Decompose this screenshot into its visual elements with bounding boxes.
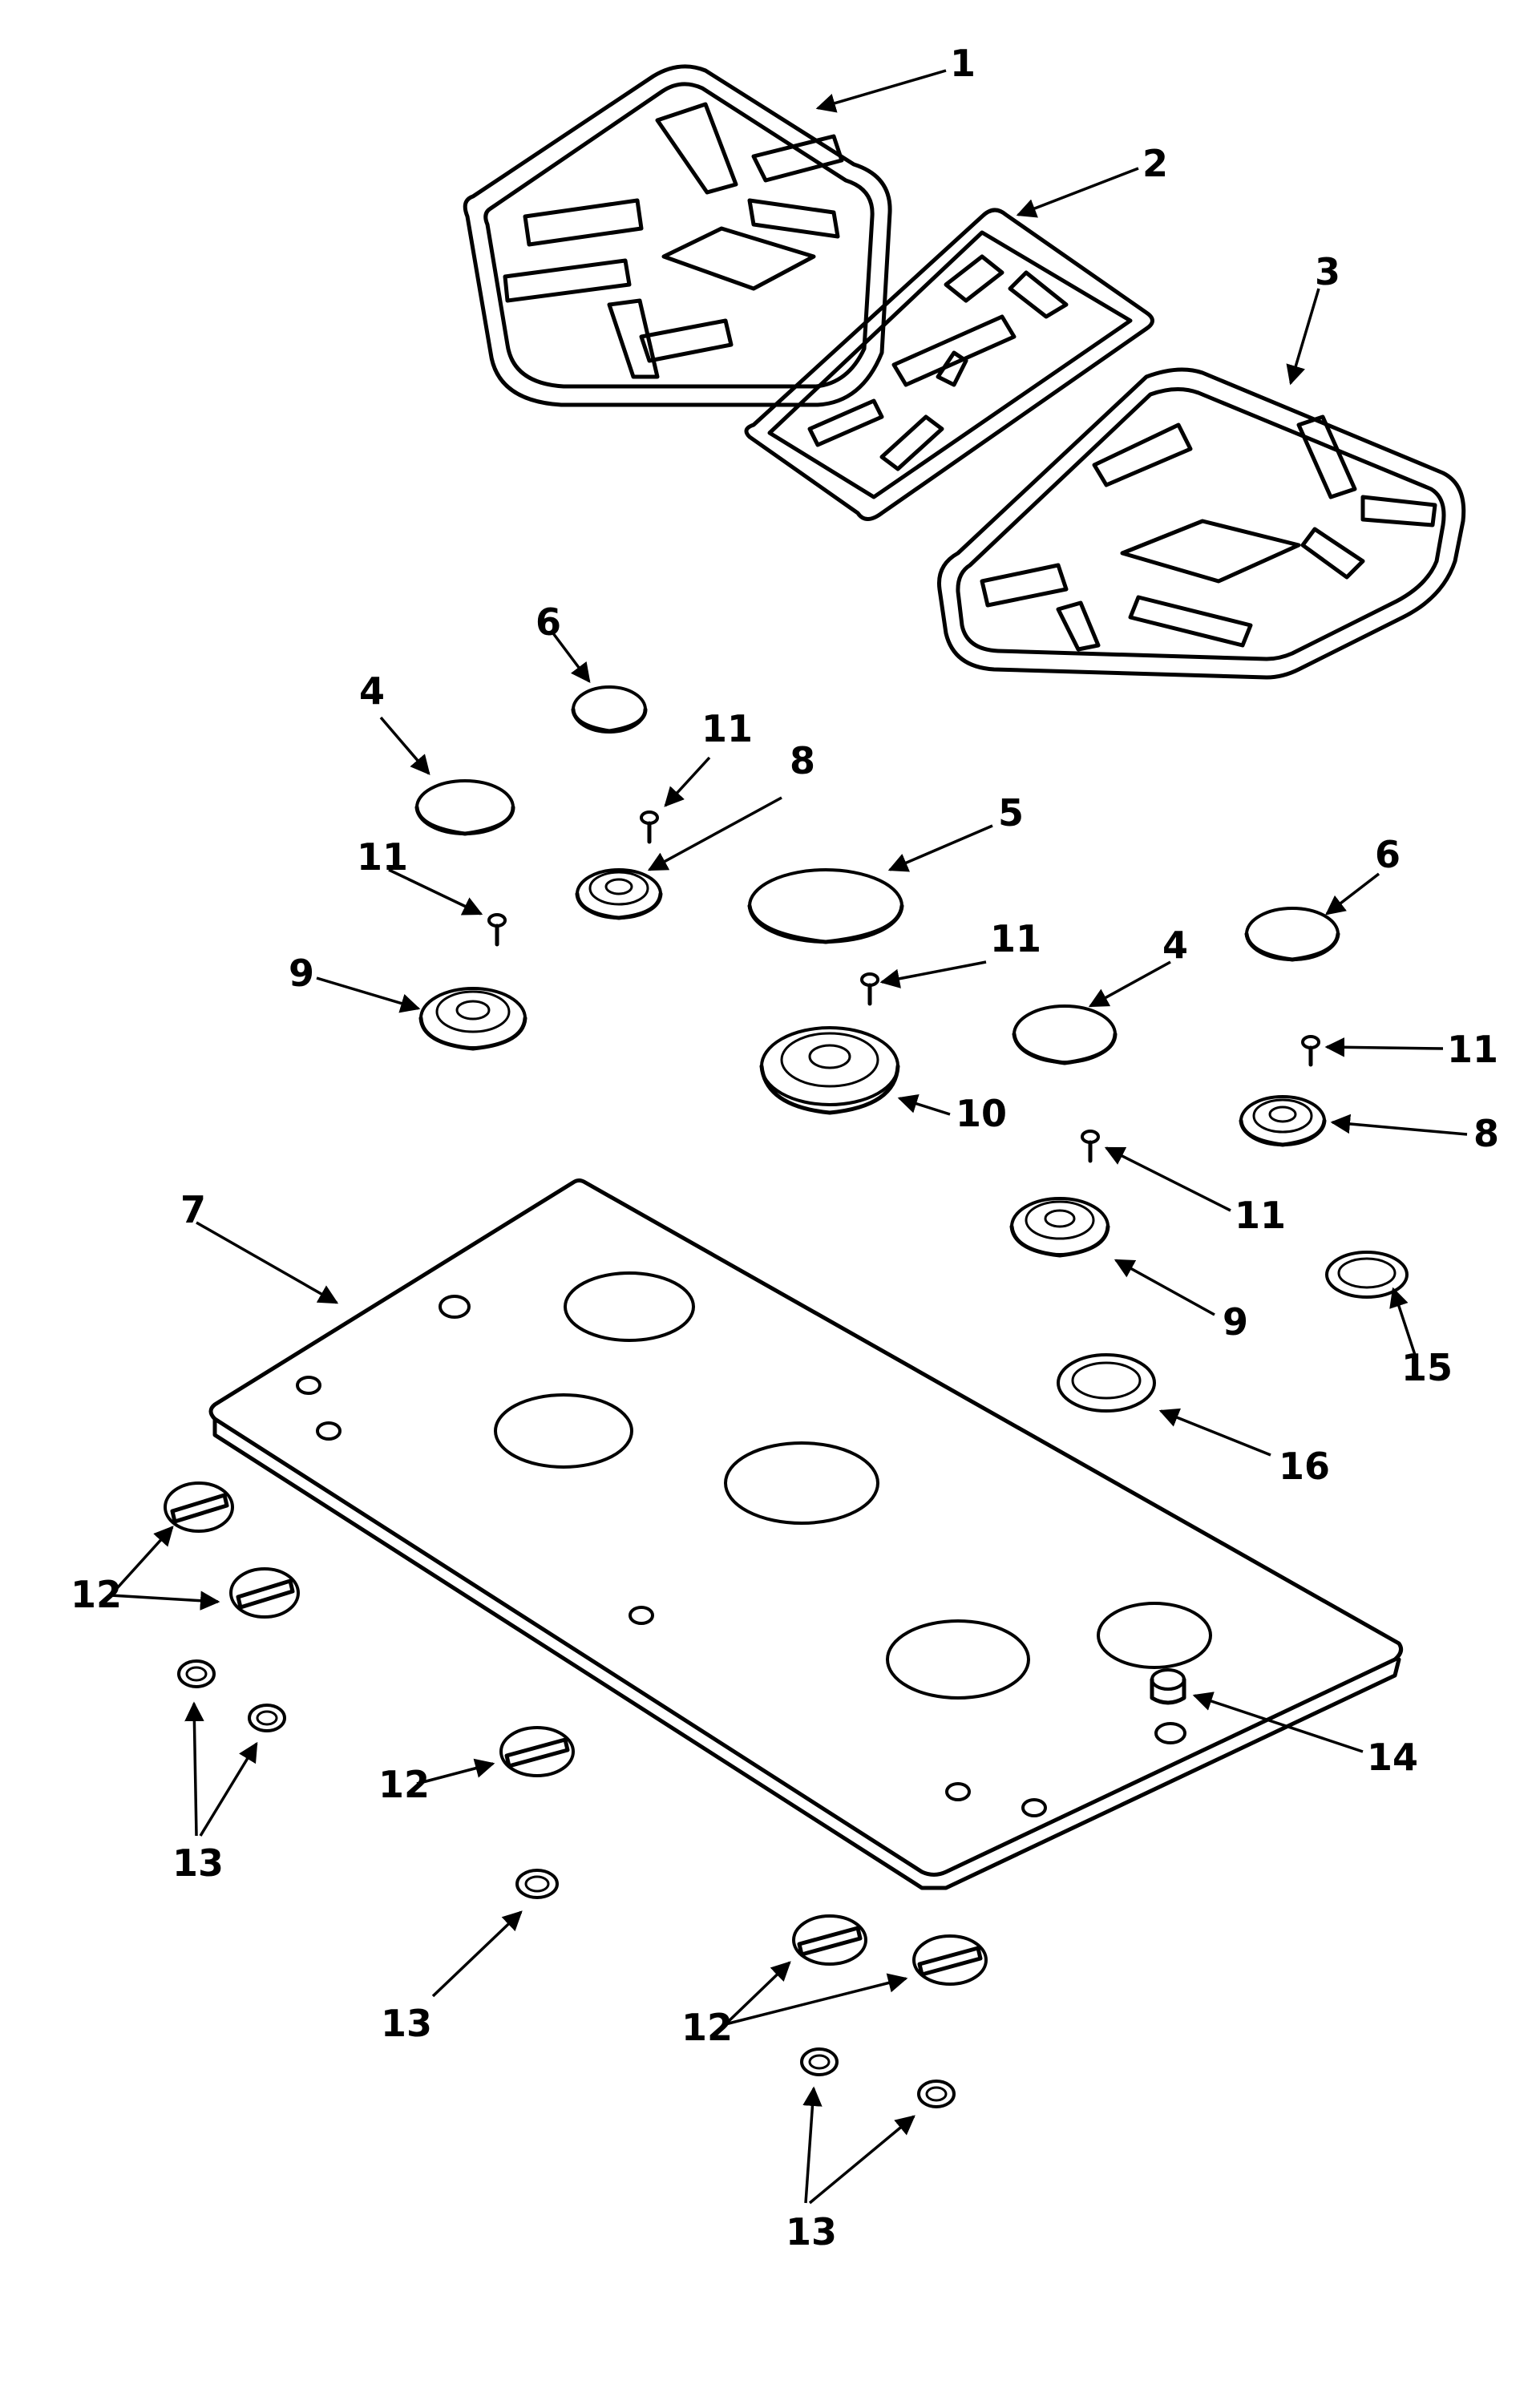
left-burner-grate: [463, 64, 892, 407]
cooktop-burner-hole-front-left: [494, 1393, 633, 1469]
callout-6-right: 6: [1375, 833, 1401, 876]
callout-12-c: 12: [681, 2006, 733, 2049]
screw-11-c: [860, 972, 879, 1006]
cooktop-burner-hole-front-right: [886, 1619, 1030, 1700]
burner-head-10-center: [759, 1026, 900, 1115]
callout-14: 14: [1367, 1736, 1418, 1779]
callout-5: 5: [998, 791, 1024, 835]
knob-bezel-13-e: [917, 2080, 956, 2108]
screw-11-d: [1301, 1035, 1320, 1067]
knob-bezel-13-c: [515, 1869, 559, 1899]
callout-4-right: 4: [1162, 924, 1188, 967]
callout-12-b: 12: [378, 1763, 430, 1806]
burner-head-8-right: [1239, 1095, 1327, 1147]
callout-13-c: 13: [786, 2210, 837, 2253]
control-knob-12-c: [499, 1726, 575, 1777]
burner-cap-medium-left: [414, 779, 515, 836]
trim-ring-16: [1057, 1353, 1156, 1413]
burner-cap-large-center: [747, 868, 904, 944]
burner-cap-small-right: [1244, 907, 1340, 962]
burner-cap-medium-right: [1012, 1004, 1118, 1065]
callout-11-d: 11: [1447, 1028, 1498, 1071]
spark-module-14: [1150, 1668, 1186, 1705]
callout-8-right: 8: [1473, 1112, 1499, 1155]
callout-11-c: 11: [990, 917, 1041, 960]
burner-head-9-right: [1009, 1197, 1110, 1258]
callout-11-a: 11: [701, 707, 753, 750]
callout-labels: 1 2 3 4 6 11 8 5 6 11 11 4 9 11 10 8 11 …: [71, 42, 1499, 2253]
callout-11-e: 11: [1235, 1194, 1286, 1237]
center-bridge-grate: [744, 208, 1154, 521]
control-knob-12-d: [792, 1914, 867, 1966]
callout-8-left: 8: [790, 739, 815, 782]
cooktop-burner-hole-rear-right: [1097, 1602, 1212, 1669]
burner-head-8-left: [575, 868, 663, 920]
callout-12-a: 12: [71, 1573, 122, 1616]
right-burner-grate: [936, 367, 1466, 680]
knob-bezel-13-a: [177, 1659, 216, 1688]
control-knob-12-b: [229, 1567, 300, 1619]
knob-bezel-13-d: [800, 2047, 839, 2076]
cooktop-burner-hole-center: [724, 1441, 879, 1525]
leader-lines: [109, 69, 1468, 2205]
screw-11-b: [487, 913, 507, 947]
callout-4-left: 4: [359, 669, 385, 713]
callout-2: 2: [1142, 142, 1168, 185]
callout-3: 3: [1315, 250, 1340, 293]
callout-10: 10: [956, 1092, 1007, 1135]
callout-7: 7: [180, 1188, 206, 1231]
callout-16: 16: [1279, 1445, 1330, 1488]
burner-cap-small-left: [571, 685, 648, 734]
burner-head-9-left: [418, 987, 527, 1051]
callout-6-left: 6: [536, 600, 561, 644]
callout-1: 1: [950, 42, 976, 85]
cooktop-panel: [208, 1178, 1404, 1890]
cooktop-burner-hole-rear-left: [564, 1271, 695, 1342]
knob-bezel-13-b: [248, 1704, 286, 1732]
callout-11-b: 11: [357, 835, 408, 879]
callout-13-a: 13: [172, 1841, 224, 1885]
control-knob-12-a: [164, 1481, 234, 1533]
callout-9-left: 9: [289, 952, 314, 995]
control-knob-12-e: [912, 1934, 988, 1986]
screw-11-e: [1081, 1130, 1100, 1163]
trim-ring-15: [1325, 1251, 1409, 1299]
callout-15: 15: [1401, 1346, 1453, 1389]
screw-11-a: [640, 810, 659, 844]
callout-9-right: 9: [1223, 1300, 1248, 1344]
callout-13-b: 13: [381, 2002, 432, 2045]
